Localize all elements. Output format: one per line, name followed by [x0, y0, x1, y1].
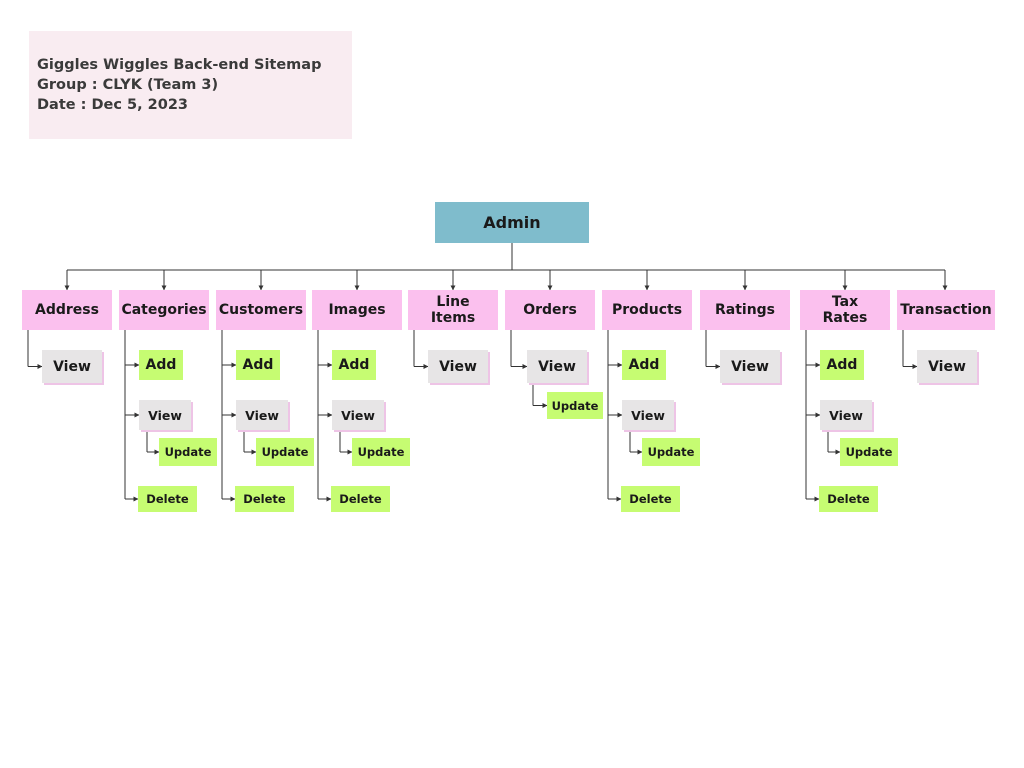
view-images: View — [332, 400, 384, 430]
add-products: Add — [622, 350, 666, 380]
view-line-items: View — [428, 350, 488, 383]
update-images: Update — [352, 438, 410, 466]
date-label: Date : Dec 5, 2023 — [37, 97, 188, 113]
category-line-items: Line Items — [408, 290, 498, 330]
delete-categories: Delete — [138, 486, 197, 512]
update-products: Update — [642, 438, 700, 466]
category-address: Address — [22, 290, 112, 330]
update-categories: Update — [159, 438, 217, 466]
update-orders: Update — [547, 392, 603, 419]
sitemap-title: Giggles Wiggles Back-end Sitemap — [37, 57, 322, 73]
category-customers: Customers — [216, 290, 306, 330]
view-orders: View — [527, 350, 587, 383]
view-address: View — [42, 350, 102, 383]
update-customers: Update — [256, 438, 314, 466]
category-ratings: Ratings — [700, 290, 790, 330]
add-tax-rates: Add — [820, 350, 864, 380]
view-categories: View — [139, 400, 191, 430]
category-orders: Orders — [505, 290, 595, 330]
view-products: View — [622, 400, 674, 430]
category-products: Products — [602, 290, 692, 330]
add-customers: Add — [236, 350, 280, 380]
category-tax-rates: Tax Rates — [800, 290, 890, 330]
add-categories: Add — [139, 350, 183, 380]
sitemap-header: Giggles Wiggles Back-end Sitemap Group :… — [29, 31, 352, 139]
view-ratings: View — [720, 350, 780, 383]
delete-images: Delete — [331, 486, 390, 512]
view-customers: View — [236, 400, 288, 430]
view-transaction: View — [917, 350, 977, 383]
group-label: Group : CLYK (Team 3) — [37, 77, 219, 93]
delete-tax-rates: Delete — [819, 486, 878, 512]
delete-customers: Delete — [235, 486, 294, 512]
category-categories: Categories — [119, 290, 209, 330]
admin-node: Admin — [435, 202, 589, 243]
category-images: Images — [312, 290, 402, 330]
update-tax-rates: Update — [840, 438, 898, 466]
category-transaction: Transaction — [897, 290, 995, 330]
add-images: Add — [332, 350, 376, 380]
delete-products: Delete — [621, 486, 680, 512]
view-tax-rates: View — [820, 400, 872, 430]
